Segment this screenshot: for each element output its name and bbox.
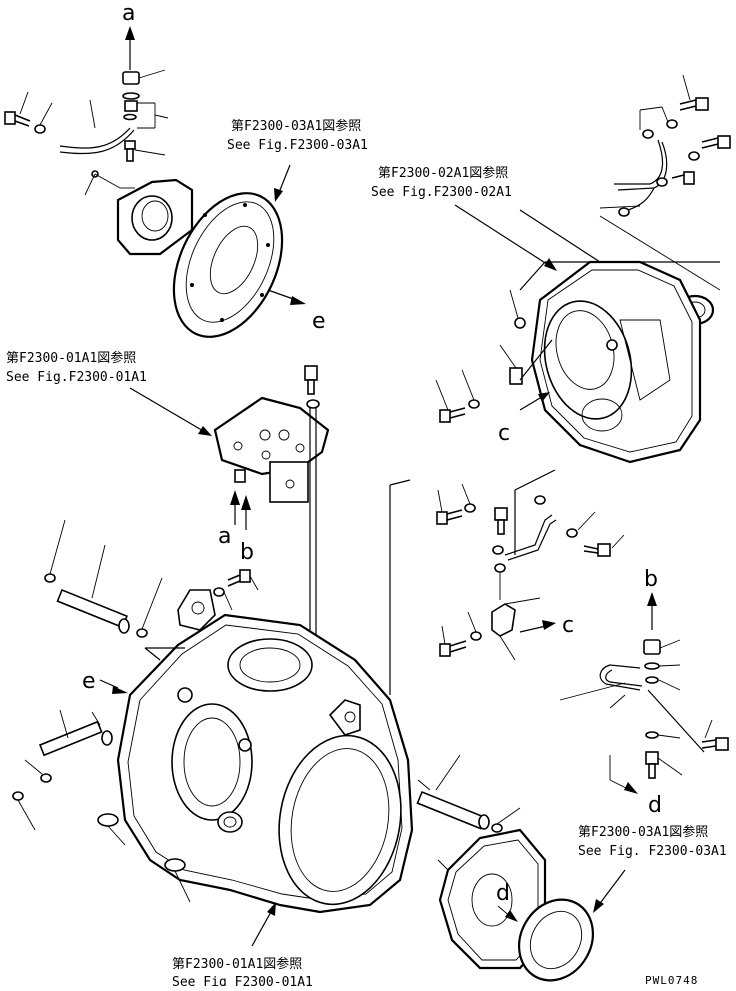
connector-e-left: e bbox=[82, 669, 96, 694]
bottom-cover-ref-en: See Fig. F2300-03A1 bbox=[578, 844, 727, 859]
connector-e-top: e bbox=[312, 309, 326, 334]
housing-top-bolt bbox=[213, 569, 259, 611]
top-left-fittings bbox=[4, 26, 194, 256]
connector-c-mid: c bbox=[562, 613, 574, 638]
top-plate-ref-jp: 第F2300-01A1図参照 bbox=[6, 350, 136, 366]
connector-d-bottom: d bbox=[496, 881, 510, 906]
top-plate-assembly bbox=[129, 365, 330, 640]
main-housing bbox=[97, 479, 414, 947]
top-plate-ref-en: See Fig.F2300-01A1 bbox=[6, 370, 147, 385]
main-housing-ref-en: See Fig F2300-01A1 bbox=[172, 975, 313, 986]
main-housing-ref-jp: 第F2300-01A1図参照 bbox=[172, 956, 302, 972]
right-housing-ref-en: See Fig.F2300-02A1 bbox=[371, 185, 512, 200]
right-housing-ref-jp: 第F2300-02A1図参照 bbox=[378, 165, 508, 181]
top-cover-ref-jp: 第F2300-03A1図参照 bbox=[231, 118, 361, 134]
connector-a-top: a bbox=[122, 1, 135, 26]
top-cover-plate bbox=[172, 164, 306, 338]
connector-b-right: b bbox=[644, 567, 658, 592]
left-shafts bbox=[12, 519, 163, 831]
connector-a-mid: a bbox=[218, 524, 231, 549]
right-housing bbox=[435, 204, 720, 464]
connector-c-right: c bbox=[498, 421, 510, 446]
connector-d-right: d bbox=[648, 793, 662, 818]
top-cover-ref-en: See Fig.F2300-03A1 bbox=[227, 138, 368, 153]
connector-b-mid: b bbox=[240, 540, 254, 565]
middle-right-fittings bbox=[436, 469, 625, 661]
bottom-cover-ref-jp: 第F2300-03A1図参照 bbox=[578, 824, 708, 840]
drawing-code: PWL0748 bbox=[645, 974, 698, 986]
bottom-right-assembly bbox=[416, 754, 626, 982]
right-lower-fittings bbox=[559, 592, 729, 794]
